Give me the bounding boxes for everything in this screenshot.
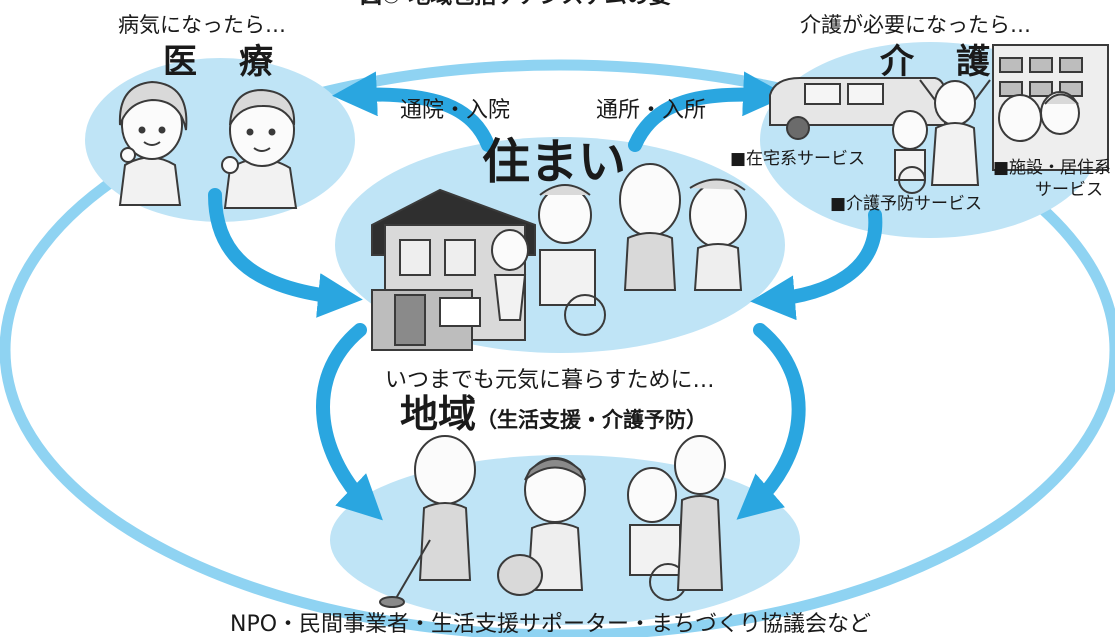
service-prevention: ■介護予防サービス	[830, 194, 983, 214]
service-facility-2: サービス	[1035, 180, 1103, 200]
community-caption: いつまでも元気に暮らすために…	[385, 368, 715, 393]
community-title-main: 地域	[400, 392, 477, 436]
wheelchair-pair-icon	[627, 435, 726, 601]
arrow-home-to-community-right	[736, 323, 806, 520]
label-hospital: 通院・入院	[400, 98, 511, 123]
volunteer-icon	[497, 457, 586, 596]
arrow-home-to-care	[628, 71, 788, 152]
arrow-home-to-medical	[332, 71, 495, 152]
header-title: 図① 地域包括ケアシステムの姿	[360, 0, 671, 8]
arrow-care-to-home	[750, 208, 883, 321]
elderly-group-icon	[998, 91, 1080, 142]
label-care-visit: 通所・入所	[596, 98, 707, 123]
service-home: ■在宅系サービス	[730, 149, 866, 169]
child-icon	[491, 229, 529, 321]
wheelchair-elder-icon	[538, 184, 606, 336]
gateball-elder-icon	[379, 435, 476, 608]
elderly-couple-icon	[619, 163, 747, 291]
doctor-woman-icon	[118, 80, 188, 206]
care-caption: 介護が必要になったら…	[800, 13, 1031, 37]
service-facility-1: ■施設・居住系	[993, 158, 1112, 178]
community-footer: NPO・民間事業者・生活支援サポーター・まちづくり協議会など	[230, 612, 872, 637]
caregiver-icon	[919, 79, 991, 186]
community-subtitle: （生活支援・介護予防）	[476, 408, 708, 432]
arrow-medical-to-home	[208, 188, 363, 318]
home-title: 住まい	[482, 134, 627, 190]
doctor-man-icon	[221, 88, 298, 209]
medical-caption: 病気になったら…	[118, 13, 286, 37]
medical-title: 医 療	[163, 42, 277, 82]
community-title: 地域（生活支援・介護予防）	[400, 395, 707, 433]
care-title: 介 護	[880, 42, 994, 82]
outer-ring	[0, 59, 1115, 637]
wheelchair-icon	[892, 110, 928, 194]
arrow-home-to-community-left	[316, 323, 383, 521]
